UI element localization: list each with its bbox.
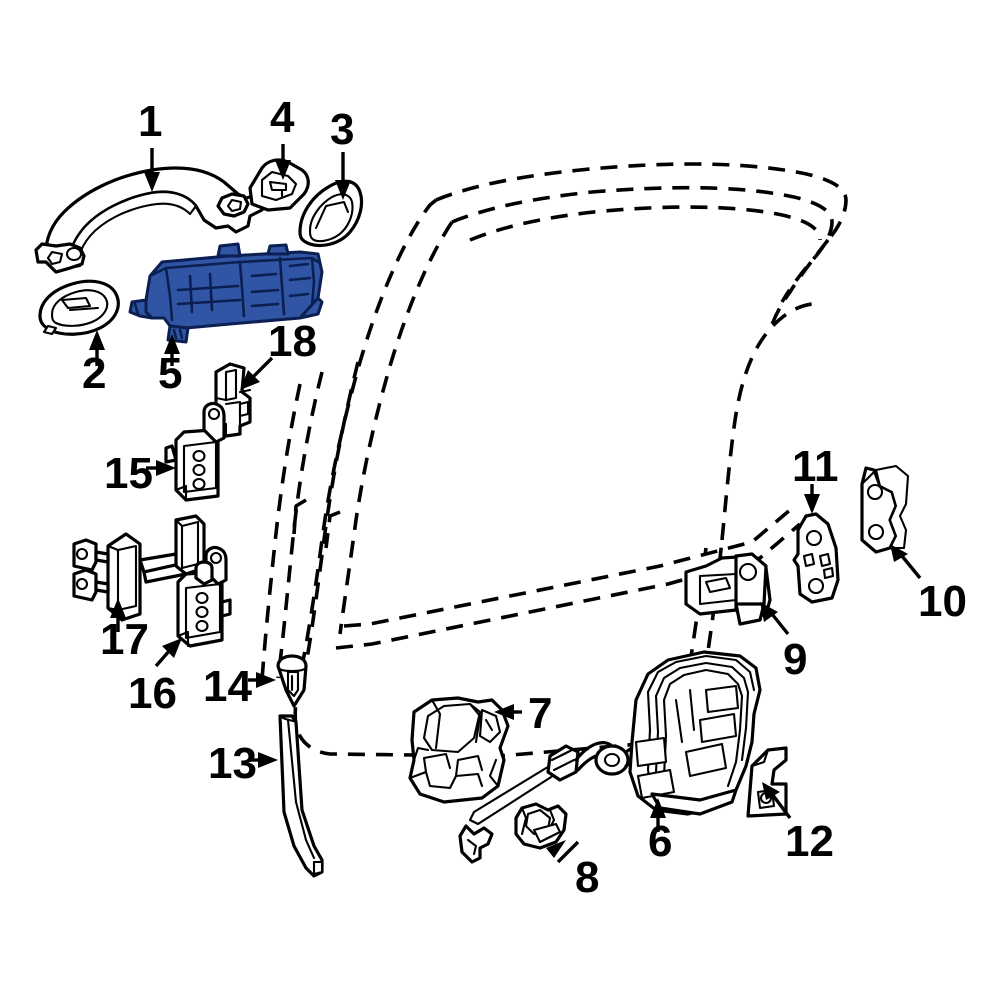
callout-leaders bbox=[89, 144, 922, 864]
part-4-handle-end-cap bbox=[248, 158, 310, 212]
callout-label-15: 15 bbox=[104, 449, 153, 498]
callout-label-7: 7 bbox=[528, 689, 553, 738]
part-16-lower-door-hinge bbox=[176, 545, 232, 648]
part-9-door-striker bbox=[684, 552, 772, 626]
callout-label-4: 4 bbox=[270, 93, 295, 142]
callout-label-16: 16 bbox=[128, 669, 177, 718]
callout-label-12: 12 bbox=[785, 817, 834, 866]
part-7-latch-actuator-housing bbox=[408, 696, 510, 804]
callout-label-5: 5 bbox=[158, 349, 183, 398]
part-5-handle-carrier-bracket bbox=[128, 242, 324, 344]
part-1-outside-door-handle bbox=[34, 166, 264, 274]
callout-label-6: 6 bbox=[648, 817, 673, 866]
part-14-lock-knob bbox=[276, 654, 308, 708]
callout-label-1: 1 bbox=[138, 97, 163, 146]
callout-label-11: 11 bbox=[792, 442, 839, 491]
part-3-handle-cover-cap bbox=[298, 179, 364, 248]
part-8-cable-clip bbox=[514, 802, 568, 850]
latch-link-cable bbox=[458, 732, 678, 864]
callout-label-3: 3 bbox=[330, 105, 355, 154]
part-2-lock-cylinder-cover bbox=[38, 279, 120, 336]
callout-label-2: 2 bbox=[82, 349, 107, 398]
callout-label-8: 8 bbox=[575, 853, 600, 902]
callout-label-17: 17 bbox=[100, 615, 149, 664]
callout-label-9: 9 bbox=[783, 635, 808, 684]
part-11-striker-reinforcement-plate bbox=[792, 512, 840, 604]
part-13-lock-rod bbox=[278, 714, 324, 878]
part-10-striker-spacer-plate bbox=[860, 464, 910, 554]
part-17-door-check-strap bbox=[72, 514, 206, 622]
rear-door-shell-outline bbox=[260, 162, 848, 758]
callout-label-13: 13 bbox=[208, 739, 257, 788]
part-6-door-lock-latch-assembly bbox=[628, 650, 762, 816]
callout-label-10: 10 bbox=[918, 577, 967, 626]
callout-label-14: 14 bbox=[203, 662, 252, 711]
callout-label-18: 18 bbox=[268, 317, 317, 366]
part-15-upper-door-hinge bbox=[164, 401, 226, 502]
